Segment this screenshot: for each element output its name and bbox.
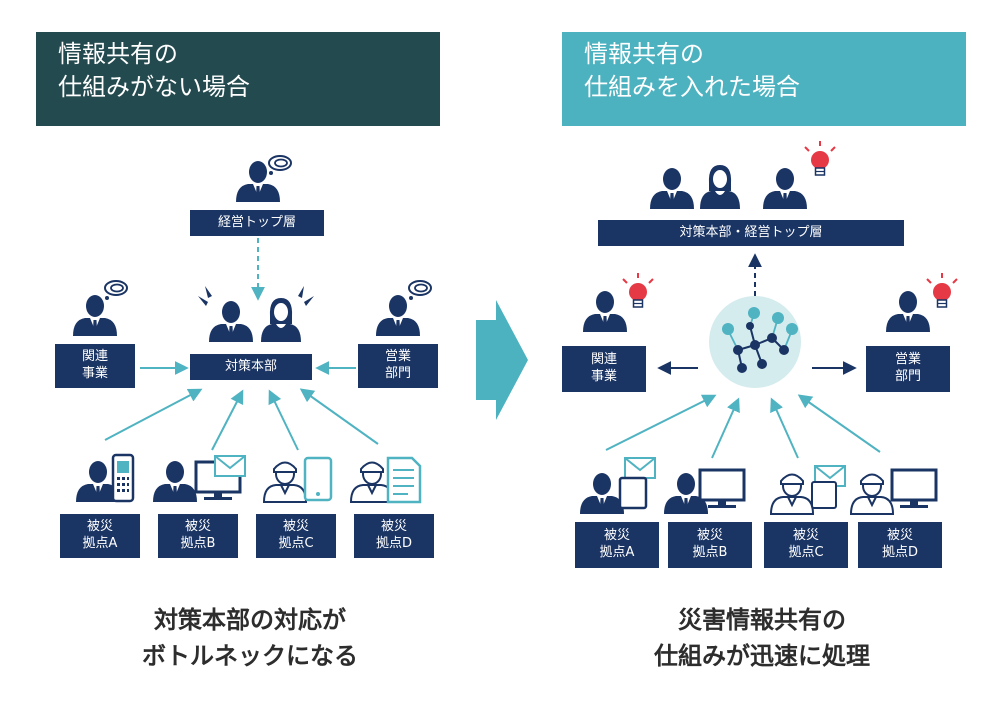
right-site-c-worker-icon bbox=[770, 473, 814, 515]
left-hq-person-man-icon bbox=[209, 301, 253, 342]
left-header-line1: 情報共有の bbox=[58, 40, 178, 68]
right-caption: 災害情報共有の 仕組みが迅速に処理 bbox=[654, 606, 870, 670]
left-related-confused-icon bbox=[104, 280, 128, 301]
right-site-a-mail-icon bbox=[624, 457, 656, 479]
right-exec-woman-icon bbox=[700, 165, 740, 209]
left-sales-dept-label: 営業 部門 bbox=[358, 344, 438, 388]
transition-arrow-icon bbox=[476, 300, 528, 420]
left-arrow-site-c-to-hq bbox=[268, 389, 299, 451]
right-panel-header: 情報共有の 仕組みを入れた場合 bbox=[562, 32, 966, 126]
right-site-d-monitor-icon bbox=[890, 468, 938, 510]
left-arrow-site-b-to-hq bbox=[211, 389, 244, 451]
right-header-line2: 仕組みを入れた場合 bbox=[584, 72, 800, 101]
right-arrow-site-a-to-hub bbox=[605, 394, 717, 451]
left-sales-person-icon bbox=[376, 295, 420, 336]
left-panel-header: 情報共有の 仕組みがない場合 bbox=[36, 32, 440, 126]
right-related-idea-bulb-icon bbox=[622, 272, 654, 308]
left-header-line2: 仕組みがない場合 bbox=[58, 72, 250, 101]
right-related-person-icon bbox=[583, 291, 627, 332]
right-related-business-label: 関連 事業 bbox=[562, 346, 646, 392]
left-related-business-label: 関連 事業 bbox=[55, 344, 135, 388]
left-related-person-icon bbox=[73, 295, 117, 336]
left-caption: 対策本部の対応が ボトルネックになる bbox=[142, 606, 358, 670]
right-sales-person-icon bbox=[886, 291, 930, 332]
right-site-c-tablet-icon bbox=[811, 481, 837, 509]
right-site-a-label: 被災 拠点A bbox=[575, 522, 659, 568]
left-site-a-phone-icon bbox=[111, 453, 135, 503]
right-site-a-tablet-icon bbox=[618, 476, 648, 510]
left-arrow-site-d-to-hq bbox=[299, 388, 379, 445]
right-exec-man-1-icon bbox=[650, 168, 694, 209]
left-site-c-label: 被災 拠点C bbox=[256, 514, 336, 558]
right-site-d-label: 被災 拠点D bbox=[858, 522, 942, 568]
right-site-a-person-icon bbox=[580, 473, 624, 514]
left-hq-person-woman-icon bbox=[261, 298, 301, 342]
right-exec-idea-bulb-icon bbox=[804, 140, 836, 176]
left-site-b-label: 被災 拠点B bbox=[158, 514, 238, 558]
left-site-c-worker-icon bbox=[263, 461, 307, 503]
right-site-b-label: 被災 拠点B bbox=[668, 522, 752, 568]
left-executive-person-icon bbox=[236, 161, 280, 202]
left-site-c-tablet-icon bbox=[303, 456, 333, 502]
left-site-d-label: 被災 拠点D bbox=[354, 514, 434, 558]
left-hq-label: 対策本部 bbox=[190, 354, 312, 380]
right-site-b-monitor-icon bbox=[698, 468, 746, 510]
right-exec-man-2-icon bbox=[763, 168, 807, 209]
left-site-d-document-icon bbox=[386, 456, 422, 504]
right-site-d-worker-icon bbox=[850, 473, 894, 515]
right-site-c-label: 被災 拠点C bbox=[764, 522, 848, 568]
left-site-d-worker-icon bbox=[350, 461, 394, 503]
right-sales-dept-label: 営業 部門 bbox=[866, 346, 950, 392]
right-sales-idea-bulb-icon bbox=[926, 272, 958, 308]
left-sales-confused-icon bbox=[408, 280, 432, 301]
right-arrow-site-c-to-hub bbox=[770, 397, 799, 459]
left-site-a-label: 被災 拠点A bbox=[60, 514, 140, 558]
right-arrow-site-b-to-hub bbox=[711, 397, 740, 459]
left-top-management-label: 経営トップ層 bbox=[190, 210, 324, 236]
right-arrow-site-d-to-hub bbox=[797, 394, 881, 453]
left-executive-confused-icon bbox=[268, 155, 292, 176]
right-information-hub-icon bbox=[709, 296, 801, 388]
left-site-b-person-icon bbox=[153, 461, 197, 502]
right-top-management-label: 対策本部・経営トップ層 bbox=[598, 220, 904, 246]
left-arrow-site-a-to-hq bbox=[104, 388, 203, 441]
right-header-line1: 情報共有の bbox=[584, 40, 704, 68]
left-site-b-mail-icon bbox=[214, 455, 246, 477]
left-hq-stress-icon bbox=[198, 286, 314, 306]
